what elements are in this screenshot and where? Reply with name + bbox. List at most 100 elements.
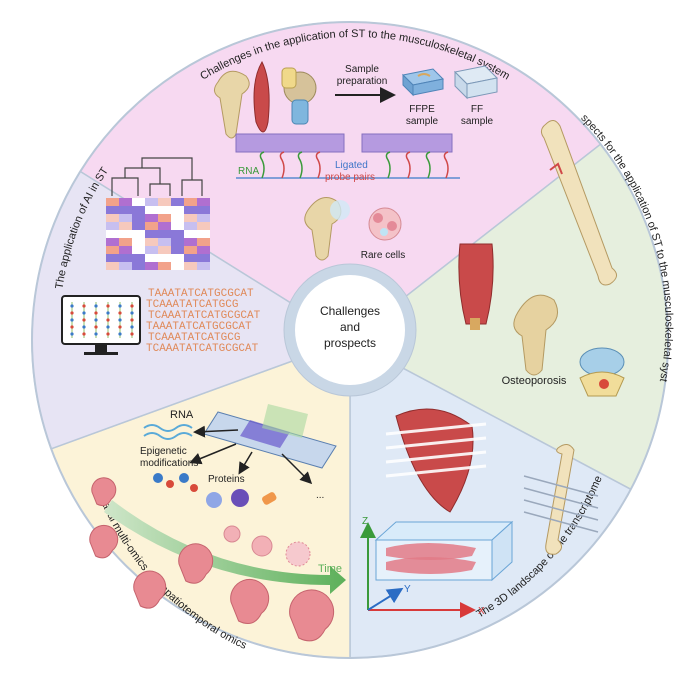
bone-slice-plane bbox=[523, 511, 599, 533]
proteins-icon bbox=[206, 489, 277, 508]
monitor-node bbox=[118, 304, 122, 308]
sample-prep-label-2: preparation bbox=[337, 76, 388, 87]
heatmap-cell bbox=[132, 214, 145, 222]
heatmap-cell bbox=[106, 222, 119, 230]
arrow-to-proteins bbox=[238, 451, 253, 475]
proteins-label: Proteins bbox=[208, 474, 245, 485]
heatmap-cell bbox=[158, 246, 171, 254]
time-label: Time bbox=[318, 563, 342, 575]
muscle-leg-icon bbox=[458, 243, 494, 330]
heatmap-cell bbox=[171, 230, 184, 238]
bone-slice-plane bbox=[523, 487, 599, 509]
omics-rna-label: RNA bbox=[170, 409, 194, 421]
monitor-node bbox=[130, 318, 134, 322]
monitor-node bbox=[82, 311, 86, 315]
axis-x-label: X bbox=[478, 606, 485, 617]
axis-z-label: Z bbox=[362, 516, 368, 527]
heatmap-cell bbox=[171, 198, 184, 206]
probe-glyph bbox=[259, 151, 265, 179]
arrow-to-more bbox=[281, 453, 313, 485]
monitor-node bbox=[70, 304, 74, 308]
heatmap-cell bbox=[145, 262, 158, 270]
center-title-line-3: prospects bbox=[324, 336, 376, 350]
heatmap-cell bbox=[106, 214, 119, 222]
embryo-icon bbox=[133, 570, 167, 609]
dna-sequence-line: TCAAATATCATGCGCAT bbox=[146, 343, 259, 355]
ffpe-label-1: FFPE bbox=[409, 104, 435, 115]
heatmap-cell bbox=[158, 214, 171, 222]
bone-section-icon bbox=[304, 197, 350, 261]
monitor-node bbox=[106, 318, 110, 322]
monitor-node bbox=[118, 332, 122, 336]
heatmap-cell bbox=[171, 238, 184, 246]
heatmap-cell bbox=[158, 206, 171, 214]
heatmap-cell bbox=[145, 230, 158, 238]
sample-prep-label-1: Sample bbox=[345, 64, 379, 75]
cell-stage-icons bbox=[223, 525, 311, 567]
vertebra-icon bbox=[579, 347, 625, 397]
heatmap-cell bbox=[119, 262, 132, 270]
heatmap-cell bbox=[158, 230, 171, 238]
heatmap-cell bbox=[132, 230, 145, 238]
embryo-icon bbox=[91, 477, 117, 507]
monitor-node bbox=[70, 311, 74, 315]
probe-glyph bbox=[315, 151, 321, 179]
monitor-icon bbox=[61, 295, 141, 355]
heatmap-cell bbox=[119, 254, 132, 262]
monitor-node bbox=[106, 311, 110, 315]
heatmap-cell bbox=[119, 222, 132, 230]
heatmap-cell bbox=[197, 222, 210, 230]
epigenetic-label-2: modifications bbox=[140, 458, 198, 469]
heatmap-cell bbox=[106, 198, 119, 206]
heatmap-cell bbox=[171, 246, 184, 254]
heatmap-cell bbox=[119, 230, 132, 238]
monitor-node bbox=[82, 304, 86, 308]
embryo-icon bbox=[230, 579, 270, 624]
monitor-node bbox=[70, 332, 74, 336]
arrow-to-rna bbox=[193, 425, 239, 438]
3d-transcriptome-cube bbox=[374, 520, 514, 582]
muscle-slice-plane bbox=[385, 450, 487, 464]
heatmap-cell bbox=[197, 206, 210, 214]
tissue-strip-left bbox=[235, 133, 345, 153]
monitor-node bbox=[106, 325, 110, 329]
heatmap-cell bbox=[197, 238, 210, 246]
knee-joint-icon bbox=[281, 67, 317, 125]
long-bone-fracture-icon bbox=[540, 120, 617, 286]
heatmap-cell bbox=[132, 262, 145, 270]
rna-strand-icon bbox=[143, 424, 193, 432]
heatmap-cell bbox=[197, 198, 210, 206]
ligated-label: Ligated bbox=[335, 160, 368, 171]
heatmap-cell bbox=[132, 254, 145, 262]
muscle-slice-plane bbox=[385, 464, 487, 478]
monitor-node bbox=[118, 318, 122, 322]
rna-strand-icon-2 bbox=[143, 432, 193, 440]
heatmap-cell bbox=[171, 214, 184, 222]
probe-glyph bbox=[405, 151, 411, 179]
ff-label-2: sample bbox=[461, 116, 494, 127]
rare-cells-label: Rare cells bbox=[361, 250, 405, 261]
muscle-slice-plane bbox=[385, 422, 487, 436]
sliced-bone-icon bbox=[523, 444, 599, 555]
epigenetic-label-1: Epigenetic bbox=[140, 446, 187, 457]
heatmap-cell bbox=[171, 222, 184, 230]
heatmap-cell bbox=[132, 238, 145, 246]
center-hub: Challenges and prospects bbox=[283, 263, 417, 397]
heatmap-cell bbox=[158, 262, 171, 270]
sliced-muscle-icon bbox=[385, 408, 487, 513]
bone-slice-plane bbox=[523, 499, 599, 521]
heatmap-cell bbox=[158, 254, 171, 262]
ffpe-block-icon bbox=[401, 68, 445, 97]
muscle-slice-plane bbox=[385, 436, 487, 450]
heatmap-cell bbox=[119, 246, 132, 254]
heatmap-cell bbox=[197, 230, 210, 238]
heatmap-cell bbox=[171, 262, 184, 270]
monitor-node bbox=[82, 318, 86, 322]
probe-glyphs bbox=[259, 151, 449, 179]
ffpe-label-2: sample bbox=[406, 116, 439, 127]
rna-label: RNA bbox=[238, 166, 259, 177]
heatmap-cell bbox=[106, 262, 119, 270]
heatmap-cell bbox=[132, 206, 145, 214]
dna-sequence-line: TAAATATCATGCGCAT bbox=[148, 288, 254, 300]
